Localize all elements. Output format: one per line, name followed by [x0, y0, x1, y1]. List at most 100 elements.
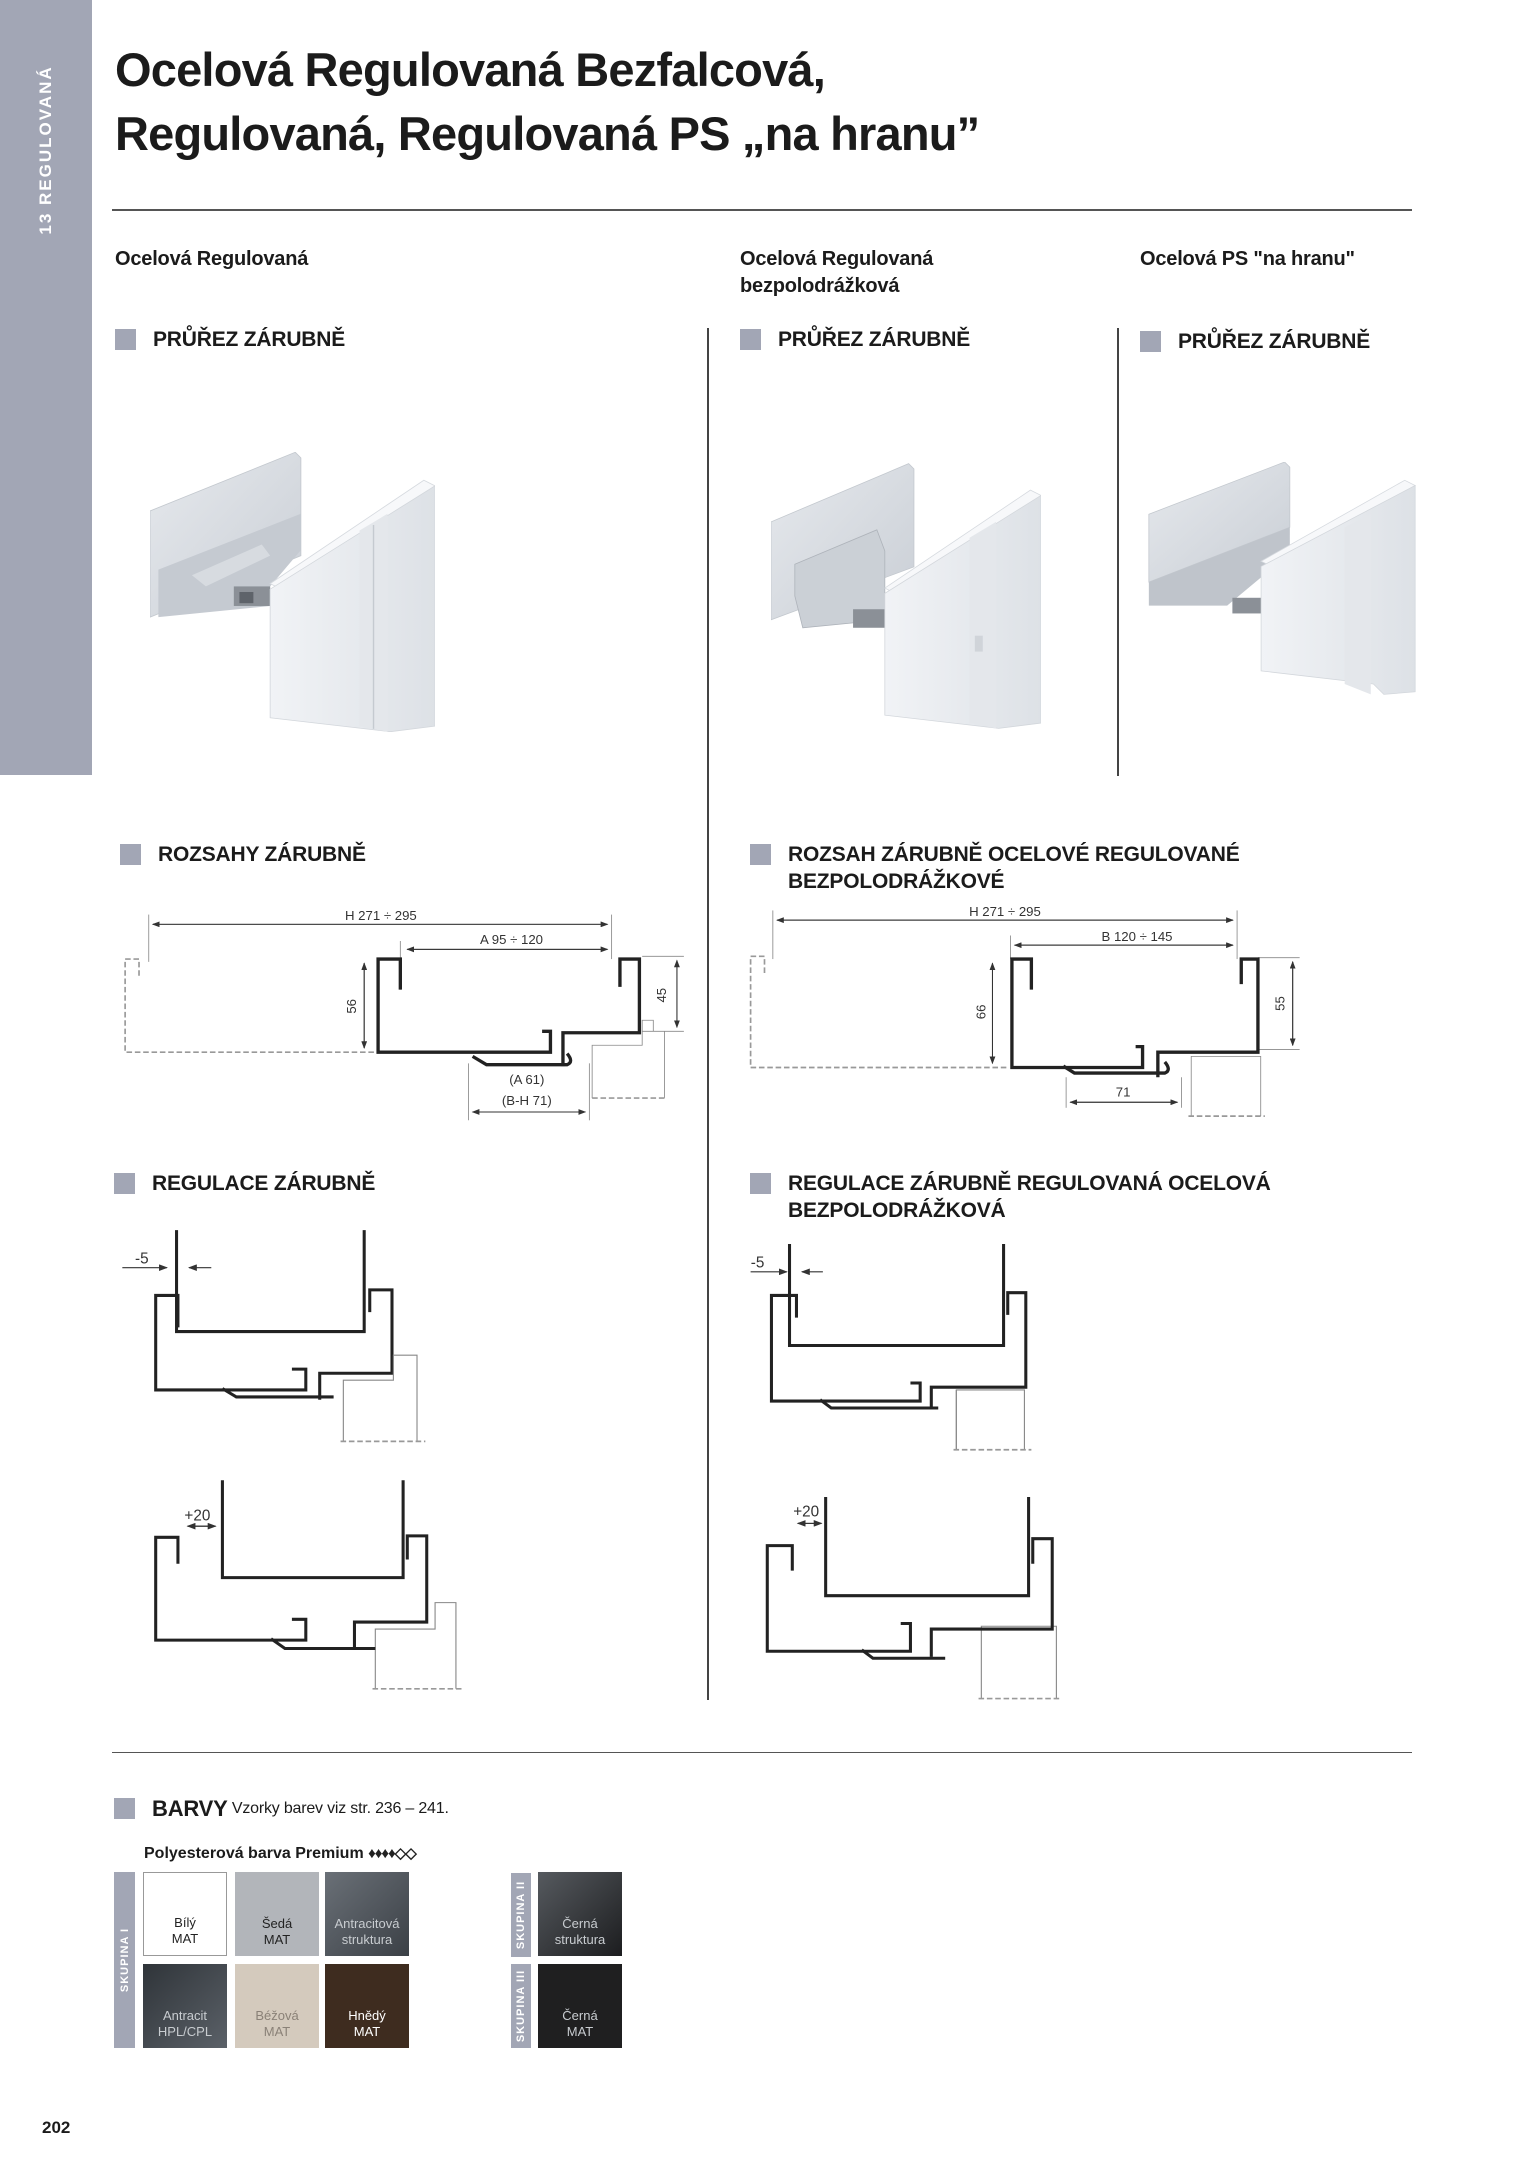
frame-render-bezpolodrazkova: [771, 463, 1041, 729]
colors-note: Vzorky barev viz str. 236 – 241.: [231, 1800, 449, 1817]
dimension-45: 45: [654, 988, 669, 1003]
range-diagram-right: H 271 ÷ 295 B 120 ÷ 145 66 55 71: [749, 904, 1300, 1117]
group-label-skupina-1: SKUPINA I: [114, 1872, 135, 2048]
swatch-label: Černá: [562, 2008, 598, 2023]
dimension-55: 55: [1272, 996, 1287, 1011]
premium-paint-label: Polyesterová barva Premium ♦♦♦♦◇◇: [144, 1844, 417, 1863]
section-label: REGULACE ZÁRUBNĚ: [152, 1172, 376, 1195]
group-label-text: SKUPINA III: [515, 1969, 527, 2043]
section-title-rozsah-bezpolodrazkove: ROZSAH ZÁRUBNĚ OCELOVÉ REGULOVANÉ BEZPOLO…: [750, 841, 1240, 895]
section-label-line: ROZSAH ZÁRUBNĚ OCELOVÉ REGULOVANÉ: [788, 843, 1240, 866]
colors-section-title: BARVY Vzorky barev viz str. 236 – 241.: [114, 1795, 449, 1822]
swatch-label: Šedá: [261, 1916, 293, 1931]
swatch-label: Hnědý: [348, 2008, 386, 2023]
section-title-prurez-1: PRŮŘEZ ZÁRUBNĚ: [115, 326, 345, 353]
swatch-label: MAT: [171, 1931, 199, 1946]
dimension-56: 56: [344, 999, 359, 1014]
section-label-line: BEZPOLODRÁŽKOVÁ: [788, 1199, 1006, 1222]
section-marker: [120, 844, 141, 865]
dimension-66: 66: [974, 1005, 989, 1020]
dimension-a61: (A 61): [509, 1072, 544, 1087]
swatch-label: Černá: [562, 1916, 598, 1931]
section-marker: [114, 1173, 135, 1194]
section-title-regulace: REGULACE ZÁRUBNĚ: [114, 1170, 375, 1197]
swatch-label: Béžová: [255, 2008, 299, 2023]
dimension-a: A 95 ÷ 120: [480, 932, 543, 947]
regulation-diagram-left-plus: [154, 1480, 429, 1651]
group-label-skupina-2: SKUPINA II: [511, 1873, 531, 1957]
section-label: REGULACE ZÁRUBNĚ REGULOVANÁ OCELOVÁ BEZPO…: [788, 1170, 1271, 1224]
section-marker: [115, 329, 136, 350]
header-divider: [112, 209, 1412, 211]
swatch-label: Antracitová: [334, 1916, 400, 1931]
swatch-label: MAT: [263, 1932, 291, 1947]
section-label-line: BEZPOLODRÁŽKOVÉ: [788, 870, 1005, 893]
chapter-tab: 13 REGULOVANÁ: [0, 0, 92, 775]
frame-render-regulovana: [150, 452, 435, 732]
colors-divider: [112, 1752, 1412, 1753]
section-label: ROZSAHY ZÁRUBNĚ: [158, 843, 366, 866]
dimension-b: B 120 ÷ 145: [1101, 929, 1172, 944]
regulation-minus-label: -5: [751, 1255, 765, 1272]
section-title-prurez-3: PRŮŘEZ ZÁRUBNĚ: [1140, 328, 1370, 355]
swatch-label: Antracit: [162, 2008, 208, 2023]
colors-title: BARVY: [152, 1796, 228, 1821]
column-heading-regulovana: Ocelová Regulovaná: [115, 248, 309, 270]
section-marker: [750, 1173, 771, 1194]
swatch-label: MAT: [353, 2024, 381, 2039]
title-line-2: Regulovaná, Regulovaná PS „na hranu”: [115, 107, 980, 160]
group-label-text: SKUPINA II: [515, 1880, 527, 1950]
column-divider: [707, 328, 709, 1700]
column-heading-ps-na-hranu: Ocelová PS "na hranu": [1140, 248, 1355, 270]
section-marker: [740, 329, 761, 350]
dimension-71: 71: [1116, 1085, 1131, 1100]
section-title-regulace-bezpolodrazkova: REGULACE ZÁRUBNĚ REGULOVANÁ OCELOVÁ BEZPO…: [750, 1170, 1271, 1224]
section-label: PRŮŘEZ ZÁRUBNĚ: [778, 328, 971, 351]
swatch-label: MAT: [263, 2024, 291, 2039]
section-label: ROZSAH ZÁRUBNĚ OCELOVÉ REGULOVANÉ BEZPOLO…: [788, 841, 1240, 895]
regulation-diagram-right-plus: [765, 1496, 1054, 1660]
section-marker: [750, 844, 771, 865]
swatch-label: struktura: [554, 1932, 606, 1947]
heading-line: Ocelová Regulovaná: [740, 248, 934, 270]
regulation-diagram-left-minus: [154, 1230, 394, 1400]
page-title: Ocelová Regulovaná Bezfalcová, Regulovan…: [115, 38, 980, 166]
group-label-text: SKUPINA I: [118, 1927, 131, 1993]
section-label-line: REGULACE ZÁRUBNĚ REGULOVANÁ OCELOVÁ: [788, 1172, 1271, 1195]
swatch-label: HPL/CPL: [157, 2024, 213, 2039]
premium-label-text: Polyesterová barva Premium: [144, 1845, 364, 1862]
section-title-rozsahy: ROZSAHY ZÁRUBNĚ: [120, 841, 366, 868]
regulation-diagram-right-minus: [769, 1244, 1028, 1410]
frame-render-ps-na-hranu: [1148, 462, 1416, 695]
swatch-label: Bílý: [174, 1915, 196, 1930]
regulation-minus-label: -5: [135, 1250, 149, 1267]
section-marker: [114, 1798, 135, 1819]
range-diagram-left: H 271 ÷ 295 A 95 ÷ 120 56 45 (A 61) (B-H…: [124, 908, 684, 1121]
swatch-label: MAT: [566, 2024, 594, 2039]
column-divider: [1117, 328, 1119, 776]
heading-line: bezpolodrážková: [740, 275, 900, 297]
page-number: 202: [42, 2118, 71, 2137]
diamond-rating-icon: ♦♦♦♦◇◇: [368, 1845, 417, 1862]
section-marker: [1140, 331, 1161, 352]
regulation-plus-label: +20: [184, 1508, 210, 1525]
section-title-prurez-2: PRŮŘEZ ZÁRUBNĚ: [740, 326, 970, 353]
regulation-plus-label: +20: [793, 1503, 819, 1520]
dimension-bh71: (B-H 71): [502, 1093, 552, 1108]
dimension-h: H 271 ÷ 295: [345, 908, 417, 923]
column-heading-bezpolodrazkova: Ocelová Regulovaná bezpolodrážková: [740, 246, 933, 300]
section-label: PRŮŘEZ ZÁRUBNĚ: [153, 328, 346, 351]
dimension-h: H 271 ÷ 295: [969, 904, 1041, 919]
swatch-label: struktura: [341, 1932, 393, 1947]
title-line-1: Ocelová Regulovaná Bezfalcová,: [115, 43, 826, 96]
group-label-skupina-3: SKUPINA III: [511, 1964, 531, 2048]
